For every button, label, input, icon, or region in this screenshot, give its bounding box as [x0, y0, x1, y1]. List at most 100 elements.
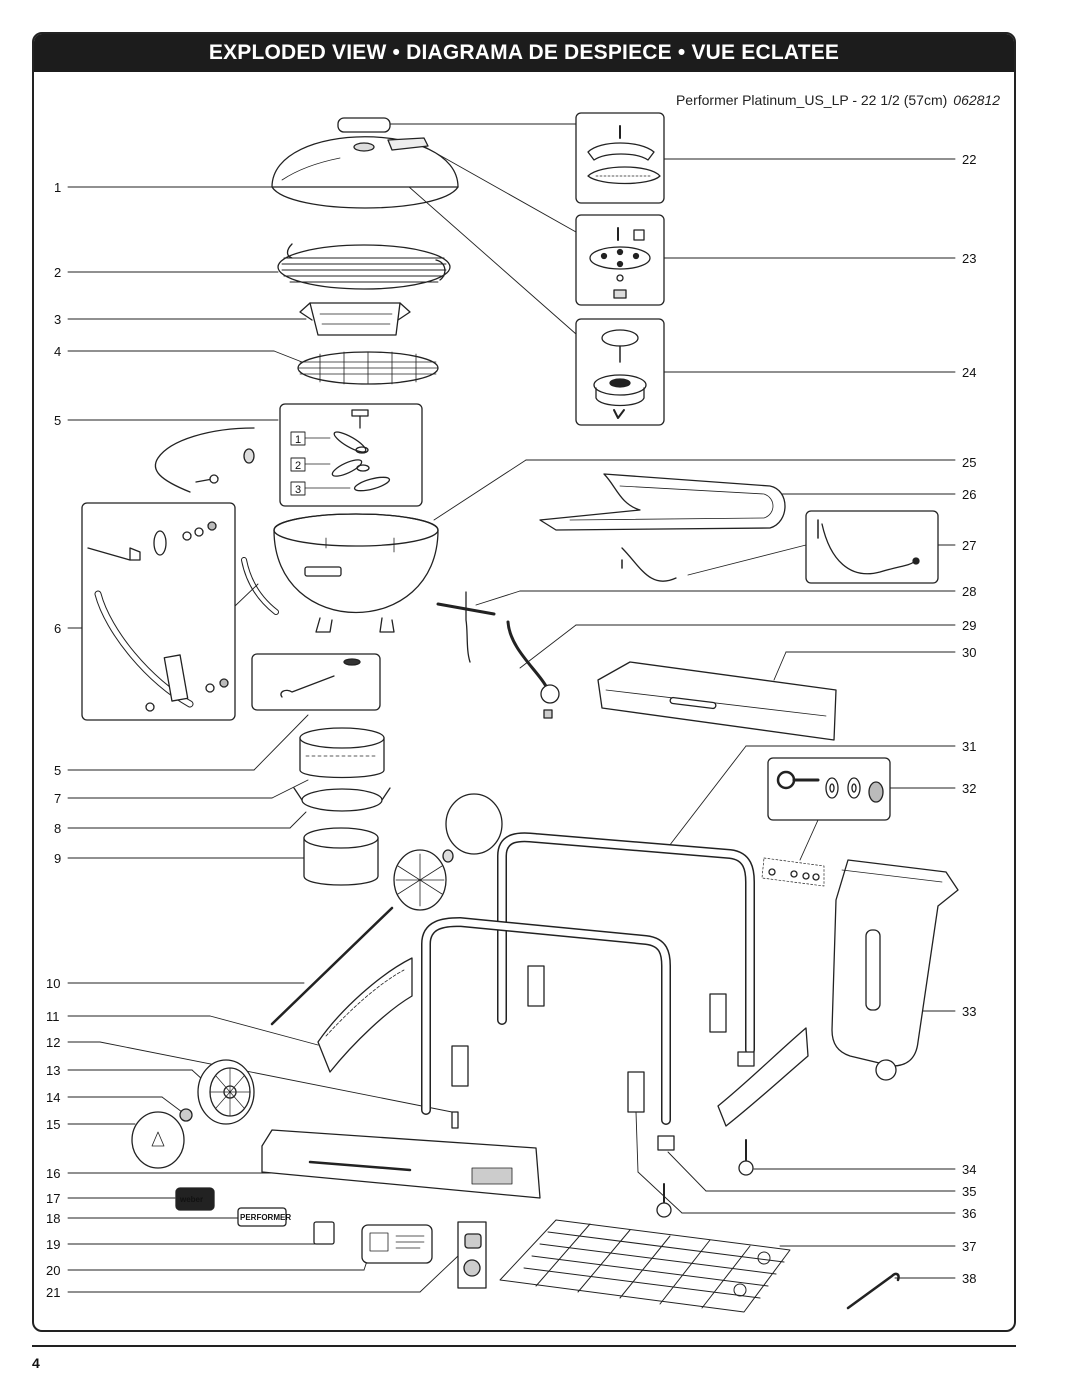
part-number-17: 17 [46, 1191, 60, 1206]
model-label: Performer Platinum_US_LP - 22 1/2 (57cm)… [676, 92, 1000, 108]
left-part-numbers: 1 2 3 4 5 6 5 7 8 9 10 11 12 13 14 15 16… [46, 180, 61, 1300]
part-number-11: 11 [46, 1009, 60, 1024]
diagram-frame: EXPLODED VIEW • DIAGRAMA DE DESPIECE • V… [32, 32, 1016, 1332]
part-number-10: 10 [46, 976, 60, 991]
damper-blades: 1 2 3 [279, 403, 423, 507]
tank-holder [831, 859, 959, 1081]
part-number-4: 4 [54, 344, 61, 359]
ash-tool-box [251, 653, 381, 711]
part-number-18: 18 [46, 1211, 60, 1226]
part-number-26: 26 [962, 487, 976, 502]
page-number: 4 [32, 1355, 40, 1371]
rear-brace [717, 1027, 809, 1127]
part-number-23: 23 [962, 251, 976, 266]
part-number-27: 27 [962, 538, 976, 553]
part-number-37: 37 [962, 1239, 976, 1254]
side-shelf [539, 473, 786, 531]
part-number-13: 13 [46, 1063, 60, 1078]
performer-badge: PERFORMER [237, 1207, 291, 1227]
charcoal-grate [297, 351, 439, 385]
damper-step-2: 2 [295, 460, 301, 472]
lid-handle-wire [154, 427, 255, 493]
part-number-22: 22 [962, 152, 976, 167]
part-number-1: 1 [54, 180, 61, 195]
part-number-36: 36 [962, 1206, 976, 1221]
part-number-29: 29 [962, 618, 976, 633]
ash-sweep-ring [299, 727, 385, 779]
ash-catcher-wire [293, 787, 391, 812]
ash-pan [303, 827, 379, 886]
leader-lines [67, 123, 956, 1293]
part-number-5b: 5 [54, 763, 61, 778]
axle-nut [179, 1108, 193, 1122]
lid [271, 117, 459, 209]
part-number-21: 21 [46, 1285, 60, 1300]
gas-valve [436, 591, 496, 663]
frame-pin [451, 1111, 459, 1129]
handle-bolt-callout [767, 757, 891, 821]
part-number-31: 31 [962, 739, 976, 754]
leg-brace [317, 957, 413, 1073]
leg-bracket-kit [81, 502, 236, 721]
caster-36 [656, 1183, 672, 1218]
char-basket [299, 302, 411, 336]
part-number-6: 6 [54, 621, 61, 636]
caster-34 [738, 1139, 754, 1176]
part-number-19: 19 [46, 1237, 60, 1252]
part-number-16: 16 [46, 1166, 60, 1181]
part-number-2: 2 [54, 265, 61, 280]
part-number-7: 7 [54, 791, 61, 806]
mini-hardware [761, 857, 825, 887]
rack-hook [846, 1272, 900, 1310]
cooking-grate [277, 243, 451, 290]
model-name: Performer Platinum_US_LP - 22 1/2 (57cm) [675, 92, 948, 108]
right-part-numbers: 22 23 24 25 26 27 28 29 30 31 32 33 34 3… [962, 152, 976, 1286]
part-number-24: 24 [962, 365, 976, 380]
gas-gauge [361, 1224, 433, 1264]
part-number-25: 25 [962, 455, 976, 470]
wheel [197, 1059, 255, 1125]
handle-callout [575, 112, 665, 204]
frame-rod [270, 906, 394, 1026]
ignition-label [313, 1221, 335, 1245]
bowl-brackets [234, 557, 279, 615]
part-number-38: 38 [962, 1271, 976, 1286]
part-number-12: 12 [46, 1035, 60, 1050]
frame-front [421, 917, 675, 1151]
part-number-5: 5 [54, 413, 61, 428]
bottom-rack [499, 1219, 791, 1313]
probe-callout [805, 510, 939, 584]
part-number-35: 35 [962, 1184, 976, 1199]
part-number-9: 9 [54, 851, 61, 866]
damper-step-1: 1 [295, 434, 301, 446]
gas-hose-regulator [506, 620, 560, 719]
part-number-20: 20 [46, 1263, 60, 1278]
part-number-15: 15 [46, 1117, 60, 1132]
part-number-14: 14 [46, 1090, 60, 1105]
hubcap [131, 1111, 185, 1169]
vent-callout [575, 214, 665, 306]
logo-text: weber [179, 1195, 203, 1204]
part-number-8: 8 [54, 821, 61, 836]
part-number-33: 33 [962, 1004, 976, 1019]
damper-step-3: 3 [295, 484, 301, 496]
weber-logo-badge: weber [175, 1187, 215, 1211]
part-number-3: 3 [54, 312, 61, 327]
part-number-30: 30 [962, 645, 976, 660]
igniter-wire [621, 547, 677, 582]
frame-back [497, 832, 755, 1067]
badge-text: PERFORMER [240, 1213, 291, 1222]
page-title: EXPLODED VIEW • DIAGRAMA DE DESPIECE • V… [34, 34, 1014, 72]
part-number-32: 32 [962, 781, 976, 796]
bowl [273, 513, 439, 633]
front-panel [261, 1129, 541, 1199]
part-number-34: 34 [962, 1162, 976, 1177]
part-number-28: 28 [962, 584, 976, 599]
vent-discs [393, 793, 503, 911]
burner-shroud [597, 661, 837, 741]
model-code: 062812 [953, 92, 1000, 108]
ignition-box [457, 1221, 487, 1289]
bottom-rule [32, 1345, 1016, 1347]
thermometer-callout [575, 318, 665, 426]
